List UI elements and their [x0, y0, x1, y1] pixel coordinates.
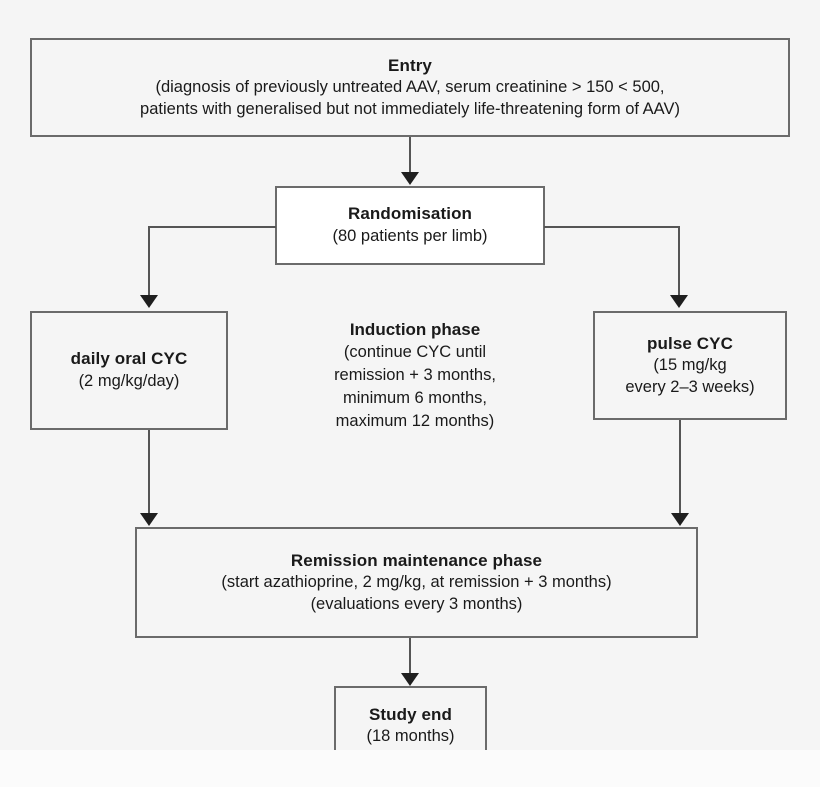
node-pulse-cyc-title: pulse CYC [647, 333, 733, 353]
arrowhead-randomisation-to-daily-oral-cyc [140, 295, 158, 308]
connector-entry-to-randomisation [409, 137, 411, 174]
node-entry-line-1: (diagnosis of previously untreated AAV, … [155, 77, 665, 96]
node-randomisation: Randomisation (80 patients per limb) [275, 186, 545, 265]
node-entry-title: Entry [388, 55, 432, 75]
arrowhead-remission-to-study-end [401, 673, 419, 686]
node-randomisation-title: Randomisation [347, 204, 473, 224]
connector-randomisation-to-daily-oral-cyc-vertical [148, 226, 150, 296]
node-study-end: Study end (18 months) [334, 686, 487, 750]
label-induction-phase-line-2: remission + 3 months, [334, 366, 496, 385]
connector-randomisation-to-pulse-cyc-vertical [678, 226, 680, 296]
connector-randomisation-to-pulse-cyc-horizontal [544, 226, 680, 228]
connector-pulse-cyc-to-remission [679, 420, 681, 514]
node-pulse-cyc-line-1: (15 mg/kg [653, 355, 727, 374]
arrowhead-randomisation-to-pulse-cyc [670, 295, 688, 308]
node-study-end-line-1: (18 months) [366, 727, 455, 746]
node-daily-oral-cyc-line-1: (2 mg/kg/day) [78, 371, 180, 390]
node-pulse-cyc-line-2: every 2–3 weeks) [625, 377, 755, 396]
node-randomisation-line-1: (80 patients per limb) [332, 226, 488, 245]
connector-daily-oral-cyc-to-remission [148, 430, 150, 514]
node-entry: Entry (diagnosis of previously untreated… [30, 38, 790, 137]
label-induction-phase: Induction phase (continue CYC until remi… [290, 318, 540, 433]
page-bottom-clip [0, 750, 820, 787]
connector-remission-to-study-end [409, 638, 411, 674]
node-pulse-cyc: pulse CYC (15 mg/kg every 2–3 weeks) [593, 311, 787, 420]
node-remission-maintenance: Remission maintenance phase (start azath… [135, 527, 698, 638]
node-study-end-title: Study end [368, 705, 453, 724]
arrowhead-pulse-cyc-to-remission [671, 513, 689, 526]
node-remission-maintenance-line-2: (evaluations every 3 months) [310, 594, 523, 613]
node-daily-oral-cyc: daily oral CYC (2 mg/kg/day) [30, 311, 228, 430]
node-daily-oral-cyc-title: daily oral CYC [70, 349, 188, 369]
node-entry-line-2: patients with generalised but not immedi… [140, 99, 680, 118]
node-remission-maintenance-line-1: (start azathioprine, 2 mg/kg, at remissi… [221, 572, 612, 591]
node-remission-maintenance-title: Remission maintenance phase [290, 550, 543, 570]
label-induction-phase-line-4: maximum 12 months) [335, 411, 495, 430]
arrowhead-daily-oral-cyc-to-remission [140, 513, 158, 526]
label-induction-phase-line-3: minimum 6 months, [343, 388, 487, 407]
connector-randomisation-to-daily-oral-cyc-horizontal [148, 226, 276, 228]
arrowhead-entry-to-randomisation [401, 172, 419, 185]
label-induction-phase-line-1: (continue CYC until [343, 343, 487, 362]
label-induction-phase-title: Induction phase [349, 320, 481, 339]
